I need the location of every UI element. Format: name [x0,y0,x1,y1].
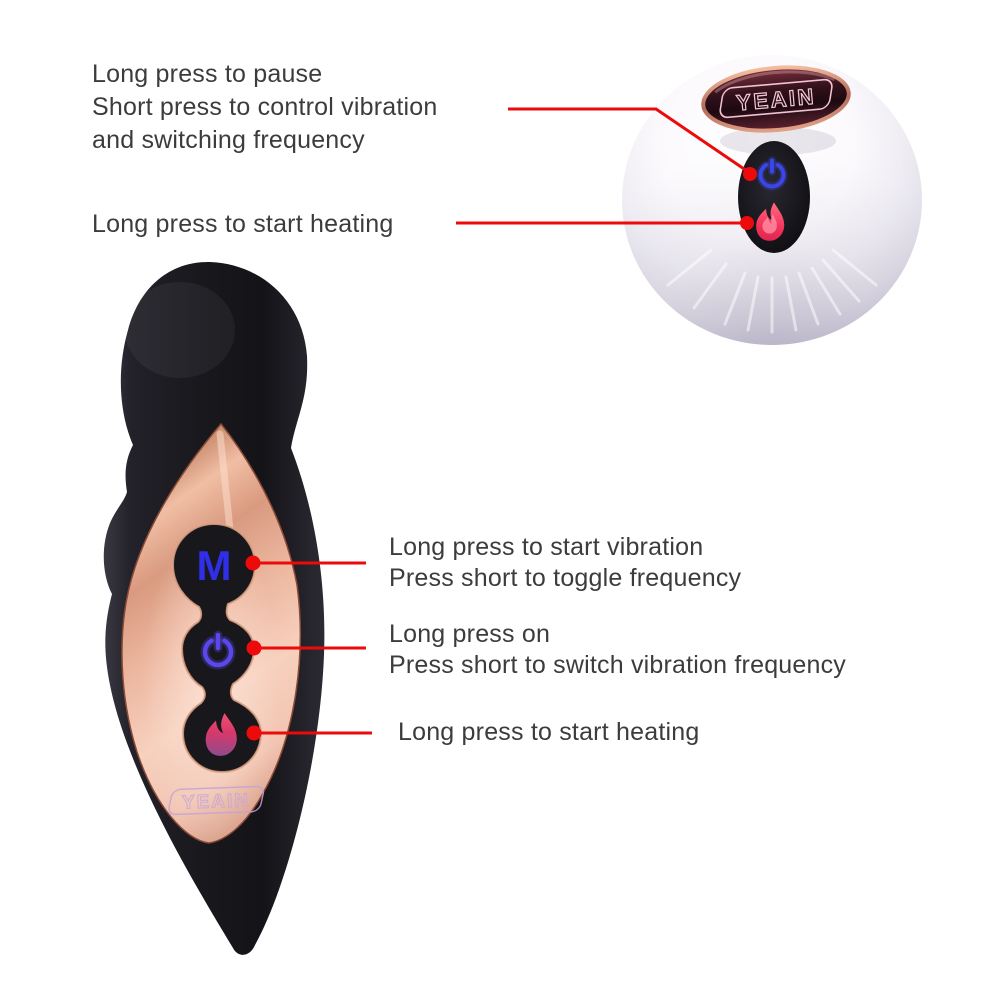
remote-ball-ridges [666,248,878,334]
power-icon [200,630,236,670]
remote-brand-badge: YEAIN [701,65,851,133]
annotation-leaders [245,107,757,741]
annotation-line: Long press to start heating [92,210,394,238]
flame-icon [756,202,785,241]
device-heat-button [205,713,237,756]
device-power-button [200,630,236,670]
device-brand-logo: YEAIN [168,785,264,816]
annotation-line: Long press to start vibration [389,533,704,561]
remote-heat-button [756,202,785,241]
annotation-device-mode: Long press to start vibration Press shor… [389,532,741,594]
flame-icon [205,713,237,756]
remote-logo-frame [719,78,833,119]
annotation-device-heat: Long press to start heating [398,716,699,749]
mode-button-label: M [197,542,232,589]
remote-control: YEAIN [622,55,922,345]
mode-button: M [197,542,232,589]
leader-dot-remote-heat [740,216,754,230]
annotation-line: Short press to control vibration [92,93,438,121]
annotation-line: Long press on [389,620,551,648]
annotation-line: Long press to start heating [398,718,700,746]
flame-icon-highlight [762,214,777,234]
leader-line-remote-power [508,107,751,175]
leader-dot-device-power [246,640,262,656]
badge-shadow [720,127,836,155]
annotation-device-power: Long press on Press short to switch vibr… [389,619,846,681]
body-sheen [125,282,235,378]
annotation-remote-power: Long press to pause Short press to contr… [92,58,437,157]
remote-control-panel [738,141,810,253]
leader-dot-device-mode [245,555,261,571]
device-brand-logo-text: YEAIN [182,790,251,813]
leader-dot-device-heat [246,725,262,741]
power-icon [756,156,788,191]
annotation-line: Press short to switch vibration frequenc… [389,651,847,679]
leader-dot-remote-power [743,167,757,181]
device-logo-frame [168,785,264,816]
massager-device: YEAIN M [103,261,325,955]
annotation-line: Long press to pause [92,60,323,88]
remote-power-button [756,156,788,191]
annotation-line: Press short to toggle frequency [389,564,742,592]
annotation-remote-heat: Long press to start heating [92,208,393,241]
annotation-line: and switching frequency [92,126,365,154]
